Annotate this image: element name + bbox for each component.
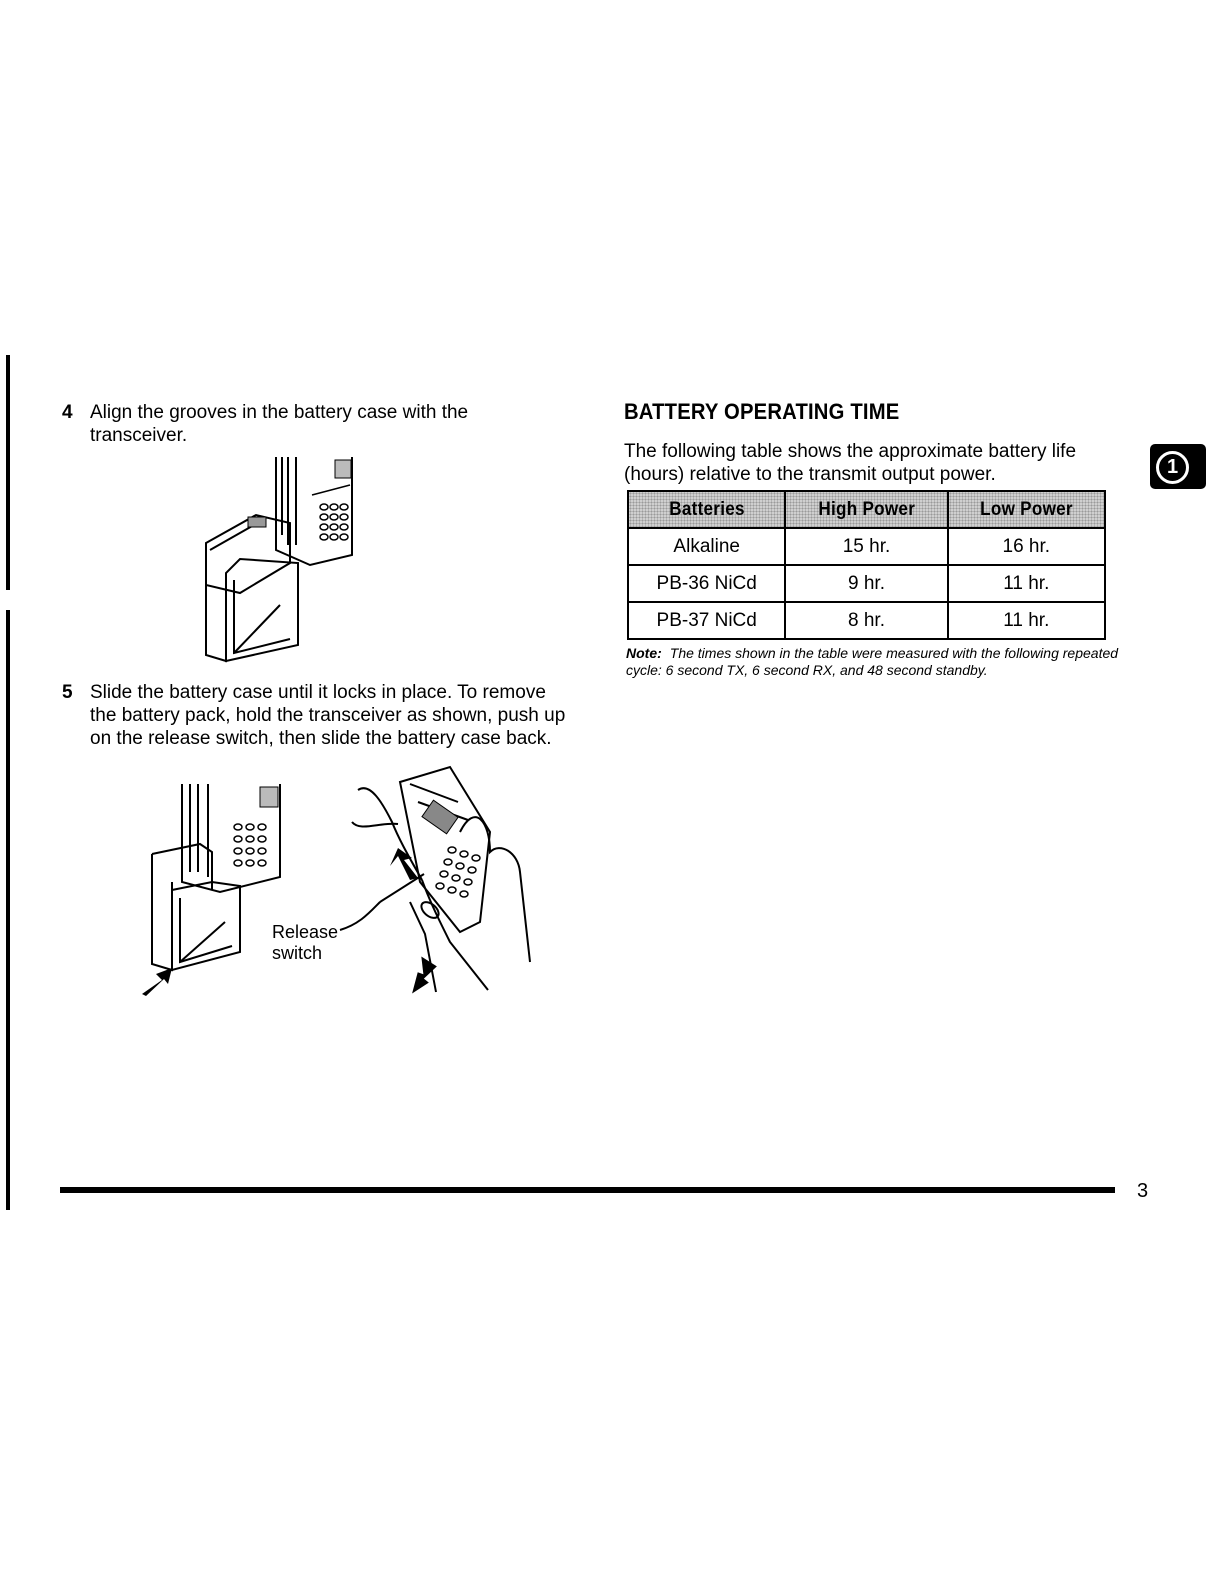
binding-mark bbox=[6, 610, 10, 1210]
table-cell: 16 hr. bbox=[946, 527, 1107, 566]
chapter-number: 1 bbox=[1156, 451, 1189, 484]
page-number: 3 bbox=[1137, 1180, 1149, 1202]
table-cell: PB-37 NiCd bbox=[626, 601, 787, 640]
note-label: Note: bbox=[626, 645, 662, 661]
step-text: Slide the battery case until it locks in… bbox=[90, 682, 566, 749]
header-batteries: Batteries bbox=[626, 490, 787, 529]
table-cell: PB-36 NiCd bbox=[626, 564, 787, 603]
table-cell: 11 hr. bbox=[946, 564, 1107, 603]
footer-rule bbox=[60, 1187, 1115, 1193]
section-heading: BATTERY OPERATING TIME bbox=[624, 399, 900, 424]
table-cell: 11 hr. bbox=[946, 601, 1107, 640]
header-low-power: Low Power bbox=[946, 490, 1107, 529]
binding-mark bbox=[6, 355, 10, 590]
intro-paragraph: The following table shows the approximat… bbox=[624, 441, 1077, 485]
step-number: 4 bbox=[62, 402, 73, 423]
release-switch-callout: Release switch bbox=[272, 922, 338, 964]
battery-locked-illustration bbox=[142, 784, 281, 996]
table-row: Alkaline 15 hr. 16 hr. bbox=[626, 527, 1107, 566]
table-cell: 9 hr. bbox=[784, 564, 949, 603]
table-note: Note:The times shown in the table were m… bbox=[626, 645, 1136, 679]
table-row: PB-36 NiCd 9 hr. 11 hr. bbox=[626, 564, 1107, 603]
callout-line-1: Release bbox=[272, 922, 339, 942]
battery-alignment-illustration bbox=[205, 457, 353, 663]
table-header-row: Batteries High Power Low Power bbox=[626, 490, 1107, 529]
table-cell: 15 hr. bbox=[784, 527, 949, 566]
header-high-power: High Power bbox=[784, 490, 949, 529]
step-number: 5 bbox=[62, 682, 73, 703]
note-text: The times shown in the table were measur… bbox=[626, 645, 1119, 678]
table-cell: Alkaline bbox=[626, 527, 787, 566]
callout-line-2: switch bbox=[272, 943, 323, 963]
battery-life-table: Batteries High Power Low Power Alkaline … bbox=[626, 490, 1107, 640]
step-text: Align the grooves in the battery case wi… bbox=[90, 402, 469, 446]
release-switch-illustration bbox=[339, 765, 531, 994]
table-row: PB-37 NiCd 8 hr. 11 hr. bbox=[626, 601, 1107, 640]
chapter-tab: 1 bbox=[1150, 444, 1206, 489]
table-cell: 8 hr. bbox=[784, 601, 949, 640]
